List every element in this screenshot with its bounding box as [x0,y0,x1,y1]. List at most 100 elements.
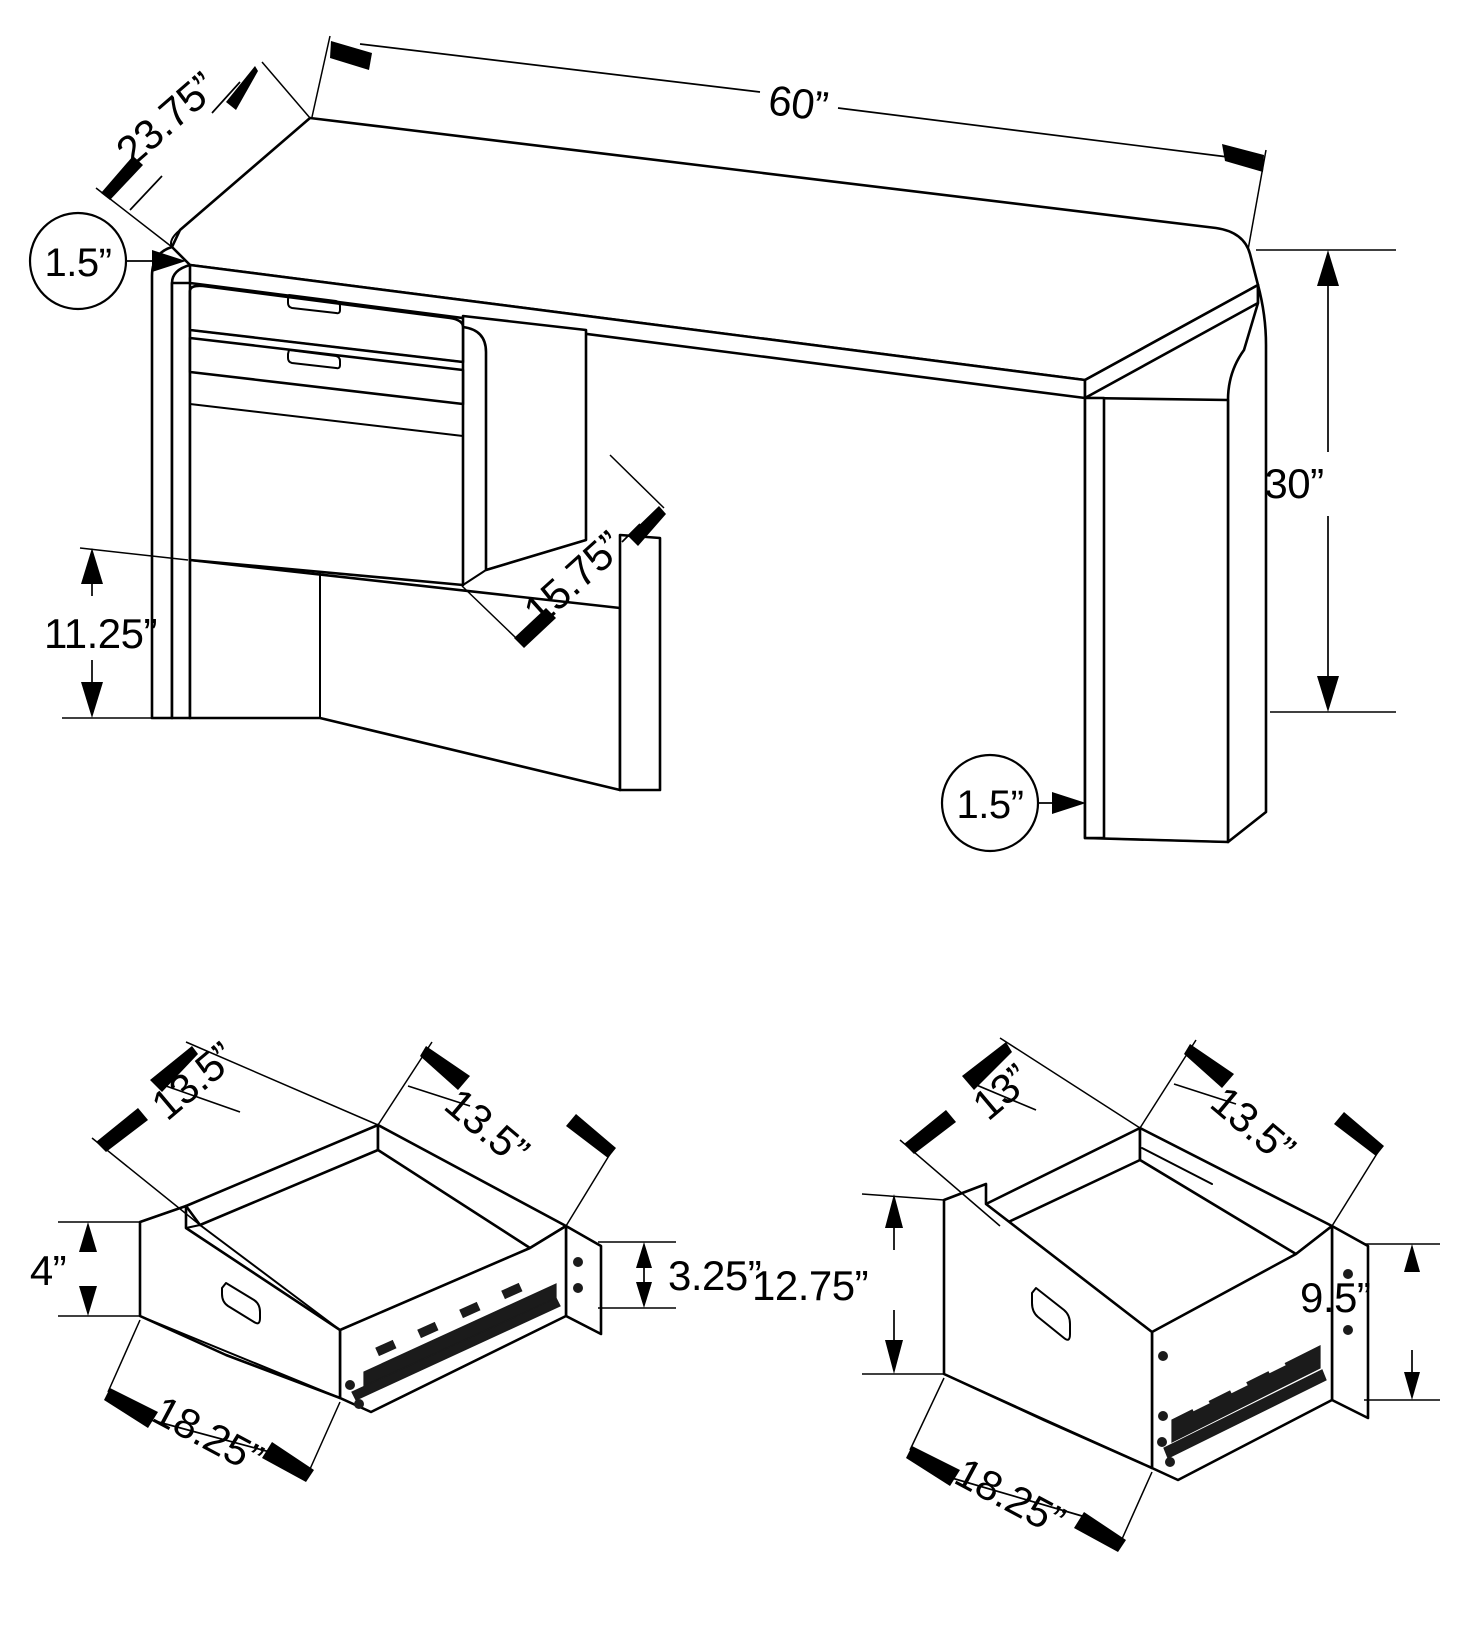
arrowhead-sdr-upper [420,1046,470,1090]
desk-pedestal-bottom-edge [462,539,587,586]
dim-ldp [937,1473,1083,1517]
large-drawer-front-fold [985,1203,1153,1333]
desk-center-support-panel [618,533,662,792]
desk-pedestal-drawer-upper [188,284,465,364]
ext-sdp-a [107,1319,141,1393]
arrowhead-callout-top-left [152,250,186,272]
balloon-label-bottom-right: 1.5” [957,783,1024,827]
large-drawer-rail-edge [1331,1399,1369,1419]
desk-pedestal-side [461,314,588,572]
arrowhead-height-bottom [1317,676,1339,712]
dimension-label-width: 60” [766,76,830,130]
arrowhead-ssh-bottom [636,1282,652,1308]
drawer-handle-lower-icon [287,349,341,370]
desk-pedestal-drawer-divider [189,329,464,363]
dimension-label-height: 30” [1264,460,1323,507]
dimension-label-small-front-height: 4” [30,1247,66,1294]
dimension-label-small-inner-right: 13.5” [436,1079,538,1175]
dimension-large-front-height: 12.75” [752,1193,945,1375]
dim-ldl [973,1083,1037,1111]
desk-geometry [150,116,1268,844]
dimension-label-large-front-height: 12.75” [752,1262,868,1309]
arrowhead-ldl-upper [962,1042,1012,1090]
arrowhead-sfh-bottom [79,1286,97,1316]
arrowhead-width-right [1222,144,1264,172]
callout-thickness-top-left: 1.5” [28,211,186,311]
arrowhead-width-left [330,41,372,70]
large-drawer-view: 13” 13.5” 12.75” [752,1037,1440,1552]
arrowhead-ldp-upper [906,1446,960,1486]
dimension-label-large-inner-left: 13” [964,1055,1040,1129]
dimension-label-small-depth: 18.25” [146,1386,271,1482]
large-drawer-front-top-edge [943,1183,987,1201]
ext-ldl-a [999,1037,1141,1129]
arrowhead-sdl-lower [96,1108,148,1152]
dim-sdr [407,1085,471,1107]
dim-sdp [135,1415,271,1453]
small-drawer-front-top-edge [139,1205,187,1223]
desk-overall-view: 23.75” 60” 30” [28,35,1396,853]
arrowhead-lsh-top [1404,1244,1420,1272]
arrowhead-ldl-lower [904,1110,956,1154]
balloon-label-top-left: 1.5” [45,241,112,285]
small-drawer-view: 13.5” 13.5” 4” 3.25” [30,1033,762,1482]
desk-right-leg-front [1083,396,1230,844]
desk-left-leg-front [170,281,192,720]
dimension-clearance-11-25: 11.25” [44,547,189,719]
large-drawer-top-rod [1141,1147,1213,1185]
arrowhead-ssh-top [636,1242,652,1268]
dim-line-width-right [837,107,1229,158]
dimension-height-30: 30” [1256,249,1396,713]
arrowhead-ped-upper [628,506,666,546]
ext-line-ped-a [609,454,665,509]
ext-ldr-b [1331,1151,1379,1227]
dimension-large-side-height: 9.5” [1300,1243,1440,1401]
dim-line-ped-upper [621,523,641,543]
dimension-small-side-height: 3.25” [598,1241,762,1309]
arrowhead-sdl-upper [150,1046,198,1092]
dimension-small-front-height: 4” [30,1221,140,1317]
callout-thickness-bottom-right: 1.5” [940,753,1086,853]
arrowhead-sdp-lower [262,1442,314,1482]
dim-sdl [165,1085,241,1113]
ext-line-width-left [311,35,331,118]
small-drawer-front-fold [185,1227,341,1331]
large-drawer-side-right [1330,1224,1370,1420]
arrowhead-callout-bottom-right [1052,792,1086,814]
desk-pedestal-drawer-lower [188,336,465,406]
ext-sdp-b [305,1401,341,1479]
desk-back-panel [188,558,622,792]
arrowhead-sdr-lower [566,1114,616,1158]
ext-ldp-a [909,1377,945,1451]
large-drawer-handle-icon [1031,1287,1071,1341]
small-drawer-rail-edge [565,1315,602,1335]
dimension-label-small-side-height: 3.25” [668,1252,761,1299]
large-drawer-slide-hardware [1157,1269,1353,1467]
desk-pedestal-body-line [189,403,464,437]
large-drawer-geometry [942,1126,1370,1482]
arrowhead-clearance-bottom [81,682,103,718]
small-drawer-slide-hardware [345,1257,583,1409]
dimension-label-large-inner-right: 13.5” [1202,1077,1304,1173]
small-drawer-handle-icon [221,1282,261,1325]
dimension-label-large-side-height: 9.5” [1300,1274,1370,1321]
large-drawer-front-bottom-edge [943,1373,1153,1469]
arrowhead-height-top [1317,250,1339,286]
arrowhead-ped-lower [514,608,556,648]
arrowhead-lfh-bottom [885,1340,903,1374]
ext-sdl-a [185,1041,379,1126]
arrowhead-depth-lower [101,156,143,200]
dim-line-depth [211,81,241,114]
small-drawer-geometry [138,1123,603,1414]
ext-line-clearance-top [79,547,189,561]
ext-line-ped-b [461,585,517,639]
dimension-label-clearance: 11.25” [44,610,157,657]
small-drawer-front-bottom-edge [139,1315,341,1399]
arrowhead-sfh-top [79,1222,97,1252]
dimension-label-small-inner-left: 13.5” [143,1033,245,1129]
arrowhead-ldr-lower [1334,1112,1384,1156]
arrowhead-sdp-upper [104,1388,158,1428]
desk-right-leg-outer [1226,283,1268,844]
ext-ldp-b [1117,1471,1153,1549]
